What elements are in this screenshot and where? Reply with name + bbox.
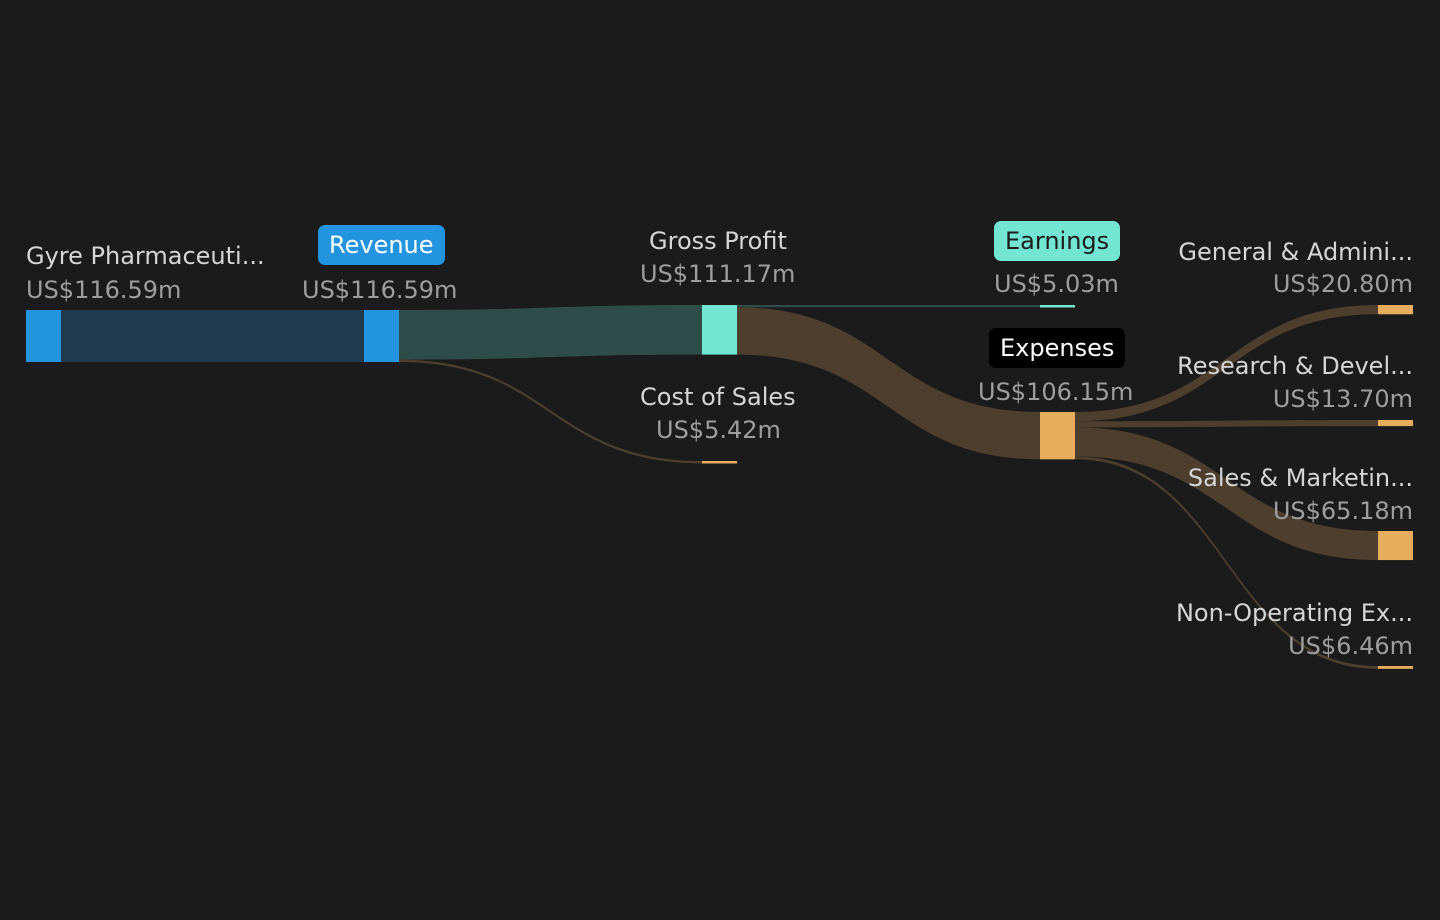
- flow-revenue-to-cos: [399, 359, 702, 464]
- node-revenue: [364, 310, 399, 362]
- gross-profit-value-label: US$111.17m: [640, 260, 796, 288]
- earnings-value-label: US$5.03m: [994, 270, 1119, 298]
- gross-profit-name-label: Gross Profit: [649, 227, 787, 255]
- node-earn: [1040, 305, 1075, 308]
- flow-revenue-to-gross: [399, 305, 702, 360]
- earnings-badge: Earnings: [994, 221, 1121, 261]
- non-operating-name-label: Non-Operating Ex...: [1175, 599, 1413, 627]
- cost-of-sales-name-label: Cost of Sales: [640, 383, 796, 411]
- source-value-label: US$116.59m: [26, 276, 182, 304]
- flow-exp-to-ga: [1075, 305, 1378, 422]
- flow-exp-to-noe: [1075, 456, 1378, 669]
- cost-of-sales-value-label: US$5.42m: [656, 416, 781, 444]
- general-admin-value-label: US$20.80m: [1272, 270, 1413, 298]
- node-gross: [702, 305, 737, 355]
- expenses-value-label: US$106.15m: [978, 378, 1134, 406]
- general-admin-name-label: General & Admini...: [1178, 238, 1413, 266]
- sales-marketing-name-label: Sales & Marketin...: [1187, 464, 1413, 492]
- flow-gross-to-earn: [737, 305, 1040, 308]
- revenue-badge: Revenue: [318, 225, 445, 265]
- source-name-label: Gyre Pharmaceuti...: [26, 242, 265, 270]
- non-operating-value-label: US$6.46m: [1288, 632, 1413, 660]
- node-noe: [1378, 666, 1413, 669]
- flow-exp-to-rd: [1075, 420, 1378, 428]
- node-source: [26, 310, 61, 362]
- node-cos: [702, 461, 737, 464]
- revenue-value-label: US$116.59m: [302, 276, 458, 304]
- node-ga: [1378, 305, 1413, 315]
- flow-gross-to-exp: [737, 307, 1040, 460]
- sales-marketing-value-label: US$65.18m: [1272, 497, 1413, 525]
- flow-exp-to-sm: [1075, 427, 1378, 561]
- research-dev-name-label: Research & Devel...: [1177, 352, 1413, 380]
- research-dev-value-label: US$13.70m: [1272, 385, 1413, 413]
- node-sm: [1378, 531, 1413, 561]
- flow-source-to-revenue: [61, 310, 364, 362]
- expenses-badge: Expenses: [989, 328, 1126, 368]
- node-exp: [1040, 412, 1075, 460]
- node-rd: [1378, 420, 1413, 427]
